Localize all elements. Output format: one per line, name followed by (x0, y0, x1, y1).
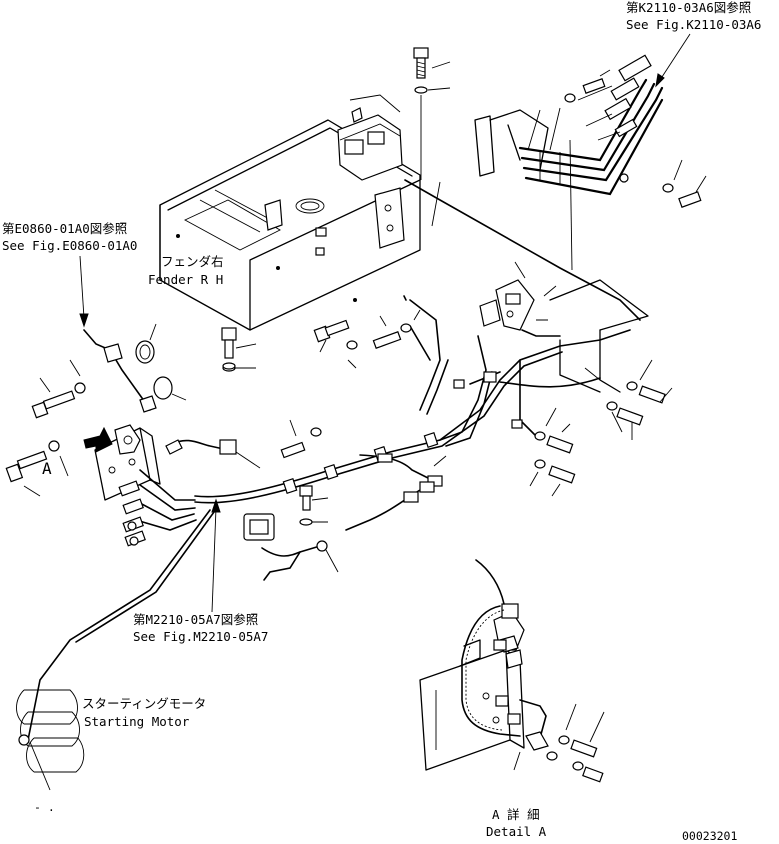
callout-k2110-en: See Fig.K2110-03A6 (626, 17, 761, 32)
control-cable (404, 179, 641, 321)
bolt-left-1 (31, 359, 86, 419)
starting-motor (16, 689, 85, 773)
fender-label-en: Fender R H (148, 272, 223, 287)
view-a-marker: A (42, 459, 52, 478)
bolt-left-2 (5, 440, 69, 497)
starter-harness (27, 509, 215, 791)
view-a-bracket (83, 424, 161, 501)
leader-line (211, 507, 217, 613)
main-harness (194, 295, 631, 504)
callout-m2210: 第M2210-05A7図参照 See Fig.M2210-05A7 (133, 498, 268, 644)
cable-clamp-line (569, 139, 573, 271)
bolt-center-3 (372, 309, 421, 349)
leader-arrowhead (79, 313, 89, 328)
right-frame (549, 279, 649, 393)
detail-label-en: Detail A (486, 824, 547, 839)
relay-box (337, 94, 403, 181)
bolt-upper-right-1 (564, 69, 611, 103)
callout-m2210-en: See Fig.M2210-05A7 (133, 629, 268, 644)
leader-line (79, 255, 85, 319)
leader-line (431, 181, 441, 227)
lower-fuse-wire (345, 455, 447, 531)
e0860-wire (83, 323, 187, 413)
leader-arrowhead (655, 73, 665, 88)
detail-a-bolt-2 (572, 761, 604, 783)
label-starter: スターティングモータ Starting Motor (82, 696, 206, 729)
bolt-right-3 (534, 407, 574, 454)
detail-a (419, 559, 549, 771)
left-fuse-connectors (118, 469, 197, 547)
starter-label-jp: スターティングモータ (82, 696, 206, 711)
detail-a-bolt-3 (546, 751, 558, 761)
callout-e0860-jp: 第E0860-01A0図参照 (2, 221, 127, 236)
callout-e0860-en: See Fig.E0860-01A0 (2, 238, 137, 253)
callout-k2110: 第K2110-03A6図参照 See Fig.K2110-03A6 (626, 0, 761, 88)
bottom-mark: - . (34, 800, 55, 814)
bolt-right-2 (606, 401, 644, 440)
sensor-connector (165, 439, 261, 469)
bolt-top (413, 47, 451, 180)
view-a-arrow-icon (83, 426, 113, 453)
fender-frame (159, 119, 421, 331)
battery-relay (479, 261, 557, 331)
bolt-right-4 (529, 459, 576, 497)
label-fender: フェンダ右 Fender R H (148, 254, 224, 287)
callout-e0860: 第E0860-01A0図参照 See Fig.E0860-01A0 (2, 221, 137, 328)
starter-label-en: Starting Motor (84, 714, 190, 729)
leader-arrowhead (211, 498, 221, 513)
fender-label-jp: フェンダ右 (161, 254, 224, 269)
callout-m2210-jp: 第M2210-05A7図参照 (133, 612, 258, 627)
detail-a-bolt-1 (558, 703, 605, 758)
callout-k2110-jp: 第K2110-03A6図参照 (626, 0, 751, 15)
leader-line (659, 33, 691, 81)
washer-center (222, 362, 236, 370)
drawing-number: 00023201 (682, 829, 737, 843)
relay-connector (243, 513, 339, 581)
bolt-upper-right-2 (662, 159, 707, 208)
bolt-center-4 (280, 419, 322, 459)
hydraulic-pipes (474, 54, 664, 196)
detail-label-jp: A 詳 細 (492, 807, 540, 822)
bolt-center-5 (299, 485, 329, 526)
bolt-center-2 (313, 319, 358, 369)
bolt-right-1 (626, 359, 673, 404)
